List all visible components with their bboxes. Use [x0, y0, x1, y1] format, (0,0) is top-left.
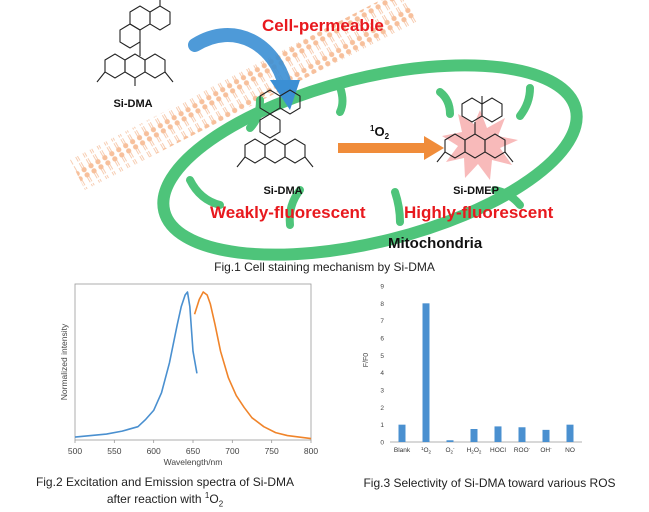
- x-tick-label: 600: [147, 446, 161, 456]
- figure-2-caption-line2-prefix: after reaction with: [106, 492, 205, 506]
- bar-ROO-: [518, 427, 526, 442]
- y-tick-label: 0: [380, 440, 384, 447]
- reagent-label: 1O2: [370, 124, 390, 141]
- figure-2-caption-sup: 1: [204, 491, 210, 500]
- molecule-sidma-top: [96, 0, 174, 86]
- y-tick-label: 1: [380, 422, 384, 429]
- figure-1-illustration: Si-DMA Si-DMA 1O2 Si-DMEP Cell-permeable: [70, 0, 583, 261]
- fluorescence-glow: [442, 110, 518, 180]
- y-axis-label: Normalized intensity: [59, 323, 69, 400]
- figure-3-selectivity-chart: F/F0 0 1 2 3 4 5 6 7 8 9 Blank 1O2 O2- H2O2 HOCl ROO- O…: [363, 284, 582, 455]
- figure-2-caption: Fig.2 Excitation and Emission spectra of…: [0, 475, 330, 511]
- x-tick-label: 800: [304, 446, 318, 456]
- x-axis-label: Wavelength/nm: [164, 457, 223, 467]
- bar-Blank: [398, 424, 406, 442]
- bar-O2-: [446, 440, 454, 442]
- y-tick-label: 3: [380, 388, 384, 395]
- mol-label-sidma-top: Si-DMA: [113, 98, 152, 110]
- y-axis-label: F/F0: [363, 353, 370, 367]
- y-tick-label: 5: [380, 353, 384, 360]
- label-cell-permeable: Cell-permeable: [262, 16, 384, 35]
- entry-arrow: [188, 28, 300, 110]
- molecule-sidmep: [436, 96, 514, 163]
- figure-2-caption-sub: 2: [218, 499, 224, 509]
- label-mitochondria: Mitochondria: [388, 235, 483, 252]
- figure-2-spectra-chart: Normalized intensity Wavelength/nm 500 55…: [59, 283, 318, 467]
- category-label: ROO-: [514, 446, 531, 455]
- x-tick-label: 750: [265, 446, 279, 456]
- x-tick-label: 650: [186, 446, 200, 456]
- figure-3-caption: Fig.3 Selectivity of Si-DMA toward vario…: [363, 476, 616, 490]
- figure-2-caption-line2-rest: O: [209, 492, 219, 506]
- cell-membrane: [70, 0, 420, 190]
- category-label: NO: [565, 447, 575, 454]
- bar-OH-: [542, 429, 550, 442]
- figure-1-caption: Fig.1 Cell staining mechanism by Si-DMA: [214, 260, 435, 274]
- y-tick-label: 2: [380, 405, 384, 412]
- figure-2-caption-line1: Fig.2 Excitation and Emission spectra of…: [35, 475, 295, 489]
- y-tick-label: 7: [380, 318, 384, 325]
- category-label: 1O2: [421, 446, 432, 455]
- reaction-arrow: [338, 136, 444, 160]
- category-label: OH-: [540, 446, 552, 455]
- bar-H2O2: [470, 429, 478, 442]
- y-tick-label: 6: [380, 336, 384, 343]
- molecule-sidma-inside: [236, 89, 314, 168]
- label-highly-fluorescent: Highly-fluorescent: [404, 203, 554, 222]
- x-tick-label: 550: [107, 446, 121, 456]
- mol-label-sidma-inside: Si-DMA: [263, 185, 302, 197]
- y-tick-label: 8: [380, 301, 384, 308]
- y-tick-label: 9: [380, 284, 384, 291]
- emission-line: [193, 291, 312, 440]
- category-label: Blank: [394, 447, 411, 454]
- bar-HOCl: [494, 426, 502, 442]
- excitation-line: [74, 291, 198, 438]
- mol-label-sidmep: Si-DMEP: [453, 185, 499, 197]
- label-weakly-fluorescent: Weakly-fluorescent: [210, 203, 366, 222]
- y-tick-label: 4: [380, 370, 384, 377]
- mitochondrion: [157, 59, 583, 261]
- category-label: HOCl: [490, 447, 506, 454]
- bar-1O2: [422, 303, 430, 442]
- category-label: H2O2: [467, 447, 482, 455]
- category-label: O2-: [445, 446, 455, 455]
- plot-area: [74, 283, 312, 441]
- bar-NO: [566, 424, 574, 442]
- x-tick-label: 500: [68, 446, 82, 456]
- x-tick-label: 700: [225, 446, 239, 456]
